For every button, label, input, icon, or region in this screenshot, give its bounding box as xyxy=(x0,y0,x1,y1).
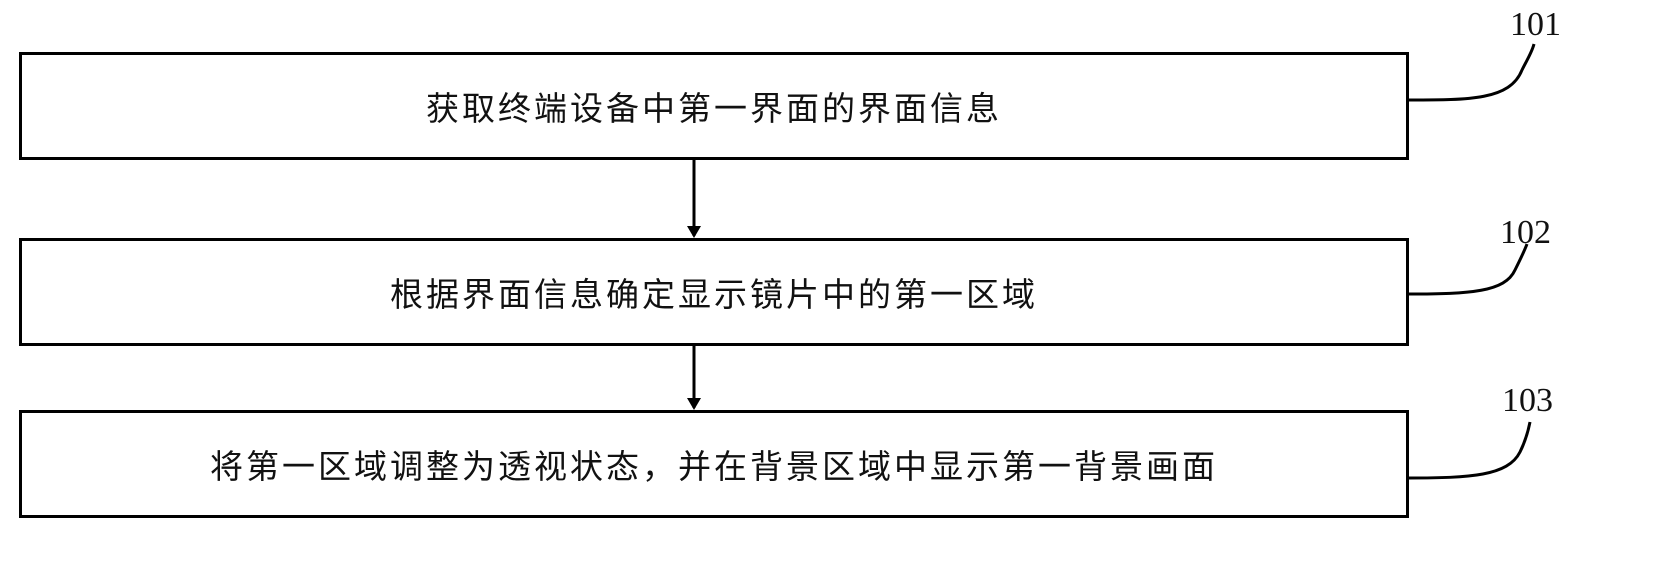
ref-label-103: 103 xyxy=(1502,382,1553,419)
step-box-102: 根据界面信息确定显示镜片中的第一区域 xyxy=(19,238,1409,346)
leader-line-102 xyxy=(1408,243,1529,296)
leader-line-101 xyxy=(1408,43,1536,102)
step-box-103: 将第一区域调整为透视状态，并在背景区域中显示第一背景画面 xyxy=(19,410,1409,518)
step-text-101: 获取终端设备中第一界面的界面信息 xyxy=(426,89,1002,128)
ref-label-101: 101 xyxy=(1510,6,1561,43)
step-box-101: 获取终端设备中第一界面的界面信息 xyxy=(19,52,1409,160)
leader-line-103 xyxy=(1408,421,1532,480)
step-text-103: 将第一区域调整为透视状态，并在背景区域中显示第一背景画面 xyxy=(210,447,1218,486)
step-text-102: 根据界面信息确定显示镜片中的第一区域 xyxy=(390,275,1038,314)
